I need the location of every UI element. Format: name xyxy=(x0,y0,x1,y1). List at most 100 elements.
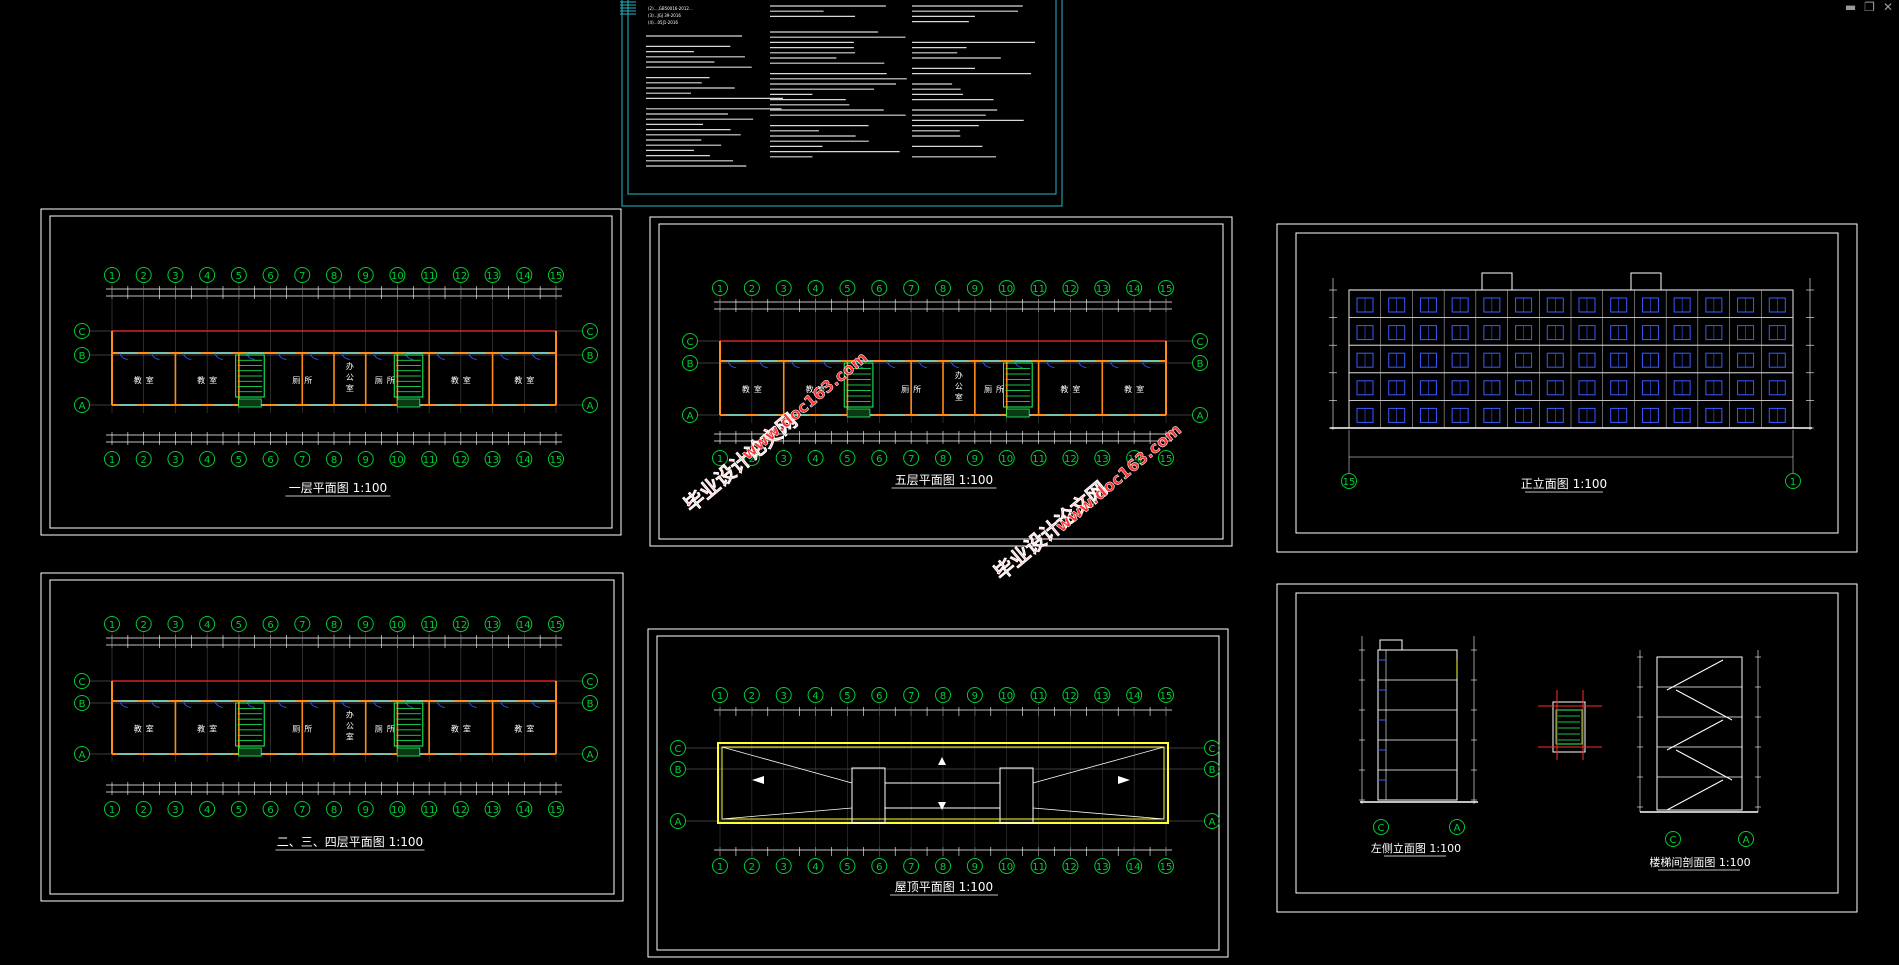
axis-label: 10 xyxy=(1000,284,1013,295)
axis-label: 12 xyxy=(454,455,467,466)
stair-tower xyxy=(1481,272,1513,291)
axis-label: 2 xyxy=(749,862,755,873)
axis-label: 5 xyxy=(844,284,850,295)
axis-bubble xyxy=(421,267,438,283)
axis-bubble xyxy=(903,280,920,296)
door-swing xyxy=(404,700,414,708)
axis-bubble xyxy=(998,280,1015,296)
axis-bubble xyxy=(357,451,374,467)
axis-bubble xyxy=(1192,355,1208,371)
door-swing xyxy=(1046,360,1055,368)
door-swing xyxy=(341,700,350,708)
sheet-outer-frame xyxy=(40,572,624,902)
axis-bubble xyxy=(998,450,1015,466)
room-label: 教 xyxy=(742,384,750,394)
axis-bubble xyxy=(516,267,533,283)
axis-label: 8 xyxy=(331,620,337,631)
axis-label: 12 xyxy=(1064,691,1077,702)
stair-section-outline xyxy=(1656,656,1743,811)
axis-label: 11 xyxy=(423,455,436,466)
axis-bubble xyxy=(903,858,920,874)
axis-bubble xyxy=(1062,280,1079,296)
axis-bubble xyxy=(516,801,533,817)
axis-label: 3 xyxy=(172,271,178,282)
axis-bubble xyxy=(998,858,1015,874)
axis-bubble xyxy=(871,687,888,703)
axis-label: C xyxy=(687,337,694,348)
stair-tower xyxy=(1630,272,1662,291)
axis-label: C xyxy=(1197,337,1204,348)
sheet-inner-frame xyxy=(49,579,615,895)
axis-label: 8 xyxy=(331,271,337,282)
axis-bubble xyxy=(670,761,686,777)
axis-label: B xyxy=(79,699,86,710)
axis-label: 2 xyxy=(749,284,755,295)
door-swing xyxy=(182,352,192,360)
stair-landing xyxy=(846,408,871,418)
axis-bubble xyxy=(262,451,279,467)
floor1-plan-sheet: 1122334455667788991010111112121313141415… xyxy=(40,208,622,536)
axis-label: 2 xyxy=(141,271,147,282)
roof-inner-edge xyxy=(721,746,1165,820)
close-icon[interactable]: ✕ xyxy=(1882,0,1893,14)
axis-bubble xyxy=(262,616,279,632)
axis-label: 8 xyxy=(940,691,946,702)
axis-bubble xyxy=(743,450,760,466)
axis-label: 11 xyxy=(423,805,436,816)
axis-bubble xyxy=(357,616,374,632)
door-swing xyxy=(309,352,319,360)
stair-block xyxy=(393,354,424,398)
axis-bubble xyxy=(452,616,469,632)
door-swing xyxy=(791,360,800,368)
door-swing xyxy=(373,700,382,708)
axis-label: 5 xyxy=(236,805,242,816)
axis-label: 8 xyxy=(331,455,337,466)
axis-label: 5 xyxy=(236,271,242,282)
axis-bubble xyxy=(484,267,501,283)
axis-bubble xyxy=(775,450,792,466)
notes-text: (3)...JGJ 39-2016 xyxy=(648,13,681,18)
axis-label: 7 xyxy=(299,620,305,631)
axis-label: 3 xyxy=(172,620,178,631)
axis-bubble xyxy=(839,858,856,874)
stair-landing xyxy=(1006,408,1030,418)
axis-bubble xyxy=(516,451,533,467)
room-label: 室 xyxy=(209,375,217,385)
sheet-outer-frame xyxy=(1276,583,1858,913)
slope-line xyxy=(1032,807,1165,820)
axis-label: 12 xyxy=(1064,862,1077,873)
door-swing xyxy=(823,360,832,368)
room-label: 室 xyxy=(818,384,826,394)
room-label: 厕 xyxy=(375,376,383,385)
sheet-title: 左侧立面图 1:100 xyxy=(1371,841,1461,855)
room-label: 教 xyxy=(134,375,142,385)
axis-label: 4 xyxy=(812,284,818,295)
axis-bubble xyxy=(262,267,279,283)
room-label: 室 xyxy=(955,392,963,402)
sheet-title: 楼梯间剖面图 1:100 xyxy=(1649,855,1750,869)
axis-label: 12 xyxy=(1064,454,1077,465)
axis-label: 10 xyxy=(391,455,404,466)
axis-bubble xyxy=(230,267,247,283)
door-swing xyxy=(918,360,928,368)
axis-label: 11 xyxy=(1032,862,1045,873)
room-label: 公 xyxy=(346,373,354,382)
axis-bubble xyxy=(1738,831,1754,847)
stair-flight xyxy=(1666,659,1724,691)
axis-bubble xyxy=(1094,280,1111,296)
notes-text: (4)...05J1-2016 xyxy=(648,20,678,25)
axis-label: 7 xyxy=(299,271,305,282)
door-swing xyxy=(278,352,287,360)
axis-bubble xyxy=(582,695,598,711)
axis-bubble xyxy=(262,801,279,817)
axis-label: 3 xyxy=(781,284,787,295)
minimize-icon[interactable]: ▬ xyxy=(1844,0,1857,14)
axis-label: B xyxy=(1197,359,1204,370)
axis-label: 15 xyxy=(1160,284,1173,295)
sheet-title: 正立面图 1:100 xyxy=(1521,476,1607,491)
axis-label: 9 xyxy=(363,271,369,282)
door-swing xyxy=(855,360,864,368)
restore-icon[interactable]: ❐ xyxy=(1864,0,1875,14)
room-label: 教 xyxy=(451,724,459,734)
